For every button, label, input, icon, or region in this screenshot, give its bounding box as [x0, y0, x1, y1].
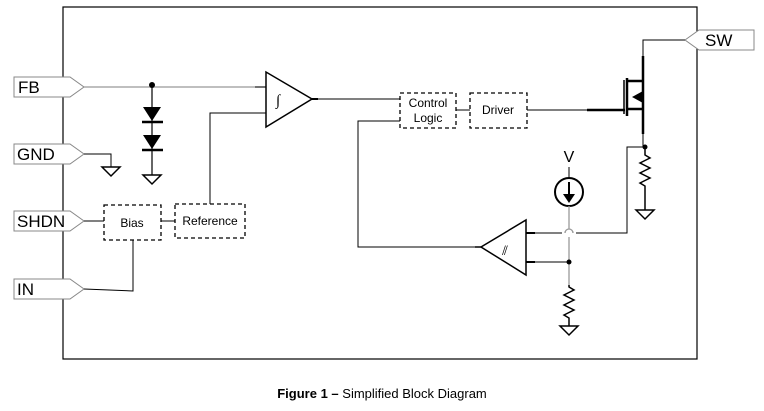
ground-icon: [634, 209, 656, 221]
gnd-wire: [84, 153, 112, 167]
comp-sense-wire: [576, 146, 645, 234]
figure-title: Simplified Block Diagram: [338, 386, 487, 401]
crossover-icon: [568, 228, 574, 234]
ground-icon: [141, 174, 163, 186]
hysteresis-icon: ⫽: [501, 243, 508, 258]
pin-gnd-label: GND: [17, 145, 55, 164]
clamp-diodes: [142, 85, 163, 175]
pin-fb-label: FB: [18, 78, 40, 97]
comparator-sense: ⫽: [475, 218, 535, 277]
crossover-icon: [564, 228, 570, 234]
ground-icon: [558, 325, 580, 337]
chip-outline: [62, 6, 698, 360]
figure-number: Figure 1 –: [277, 386, 339, 401]
comparator-fb: ∫: [255, 70, 318, 129]
driver-block: Driver: [469, 92, 528, 129]
current-source-label: V: [564, 149, 575, 166]
ground-icon: [100, 166, 122, 178]
in-wire: [83, 240, 134, 292]
control-logic-block: Control Logic: [399, 92, 457, 129]
sw-wire: [642, 39, 685, 56]
pin-in-label: IN: [17, 280, 34, 299]
figure-caption: Figure 1 – Simplified Block Diagram: [0, 386, 764, 401]
bias-block: Bias: [103, 204, 162, 241]
reference-block: Reference: [174, 203, 246, 239]
mosfet-icon: [587, 56, 645, 134]
pin-in: IN: [13, 278, 85, 300]
ref-wire: [209, 112, 255, 205]
bias-label: Bias: [120, 216, 143, 230]
pin-gnd: GND: [13, 143, 85, 165]
hysteresis-icon: ∫: [275, 93, 282, 109]
resistor-icon: [562, 285, 576, 326]
comp-feedback-wire: [357, 120, 475, 248]
resistor-icon: [638, 147, 652, 210]
reference-label: Reference: [182, 214, 238, 228]
control-logic-label-2: Logic: [414, 111, 443, 125]
control-logic-label-1: Control: [409, 96, 448, 110]
pin-sw: SW: [684, 29, 755, 51]
pin-shdn: SHDN: [13, 210, 85, 232]
current-source-icon: [554, 177, 584, 207]
pin-shdn-label: SHDN: [17, 212, 65, 231]
driver-label: Driver: [482, 103, 514, 117]
pin-sw-label: SW: [705, 31, 732, 50]
pin-fb: FB: [13, 76, 85, 98]
